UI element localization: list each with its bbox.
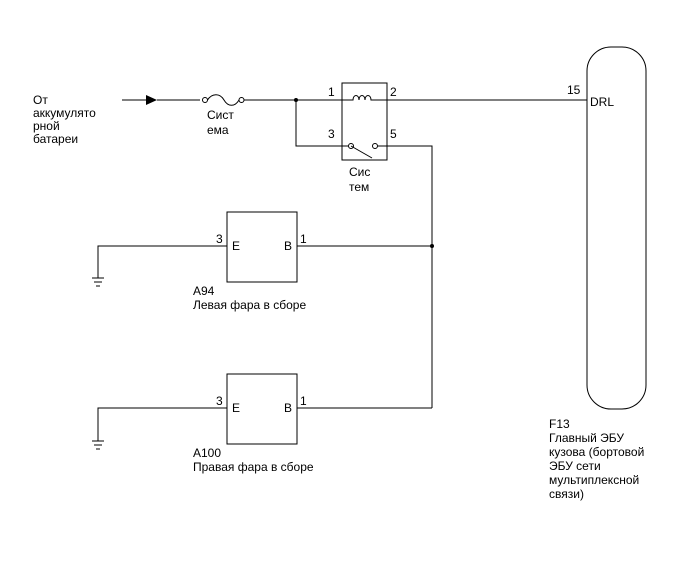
relay-pin2-label: 2 (390, 85, 397, 99)
relay-coil-icon (342, 96, 387, 101)
left-lamp-connector-label: A94 (193, 284, 215, 298)
right-lamp-term-e-label: E (232, 401, 241, 415)
ecu-box (587, 47, 646, 409)
fuse-label: Сист ема (207, 108, 234, 137)
battery-arrow-icon (146, 95, 157, 105)
ecu-terminal-label: DRL (590, 95, 615, 109)
ecu-pin-label: 15 (567, 83, 581, 97)
ground-icon-left (92, 278, 104, 286)
ecu-name-label: Главный ЭБУ кузова (бортовой ЭБУ сети му… (549, 431, 645, 501)
relay-pin5-label: 5 (390, 127, 397, 141)
left-lamp-pin-e-label: 3 (216, 232, 223, 246)
relay-pin5-wire (387, 146, 432, 408)
left-lamp-term-b-label: B (284, 239, 293, 253)
right-lamp-name-label: Правая фара в сборе (193, 460, 314, 474)
relay-pin1-label: 1 (328, 85, 335, 99)
relay-switch-icon (342, 144, 387, 159)
right-lamp-pin-e-label: 3 (216, 394, 223, 408)
left-lamp-name-label: Левая фара в сборе (193, 298, 307, 312)
right-lamp-box (227, 374, 297, 444)
right-lamp-connector-label: A100 (193, 446, 222, 460)
relay-label: Сис тем (349, 165, 371, 194)
left-lamp-term-e-label: E (232, 239, 241, 253)
ground-icon-right (92, 441, 104, 449)
left-lamp-box (227, 212, 297, 282)
right-lamp-term-b-label: B (284, 401, 293, 415)
right-lamp-pin-b-label: 1 (300, 394, 307, 408)
ecu-connector-label: F13 (549, 417, 570, 431)
fuse-symbol (203, 95, 245, 106)
relay-box (342, 83, 387, 160)
left-lamp-pin-b-label: 1 (300, 232, 307, 246)
right-lamp-ground-wire (98, 408, 227, 441)
battery-label: От аккумулято рной батареи (33, 93, 96, 146)
relay-pin3-label: 3 (328, 127, 335, 141)
left-lamp-ground-wire (98, 246, 227, 278)
relay-pin3-wire (296, 100, 342, 146)
